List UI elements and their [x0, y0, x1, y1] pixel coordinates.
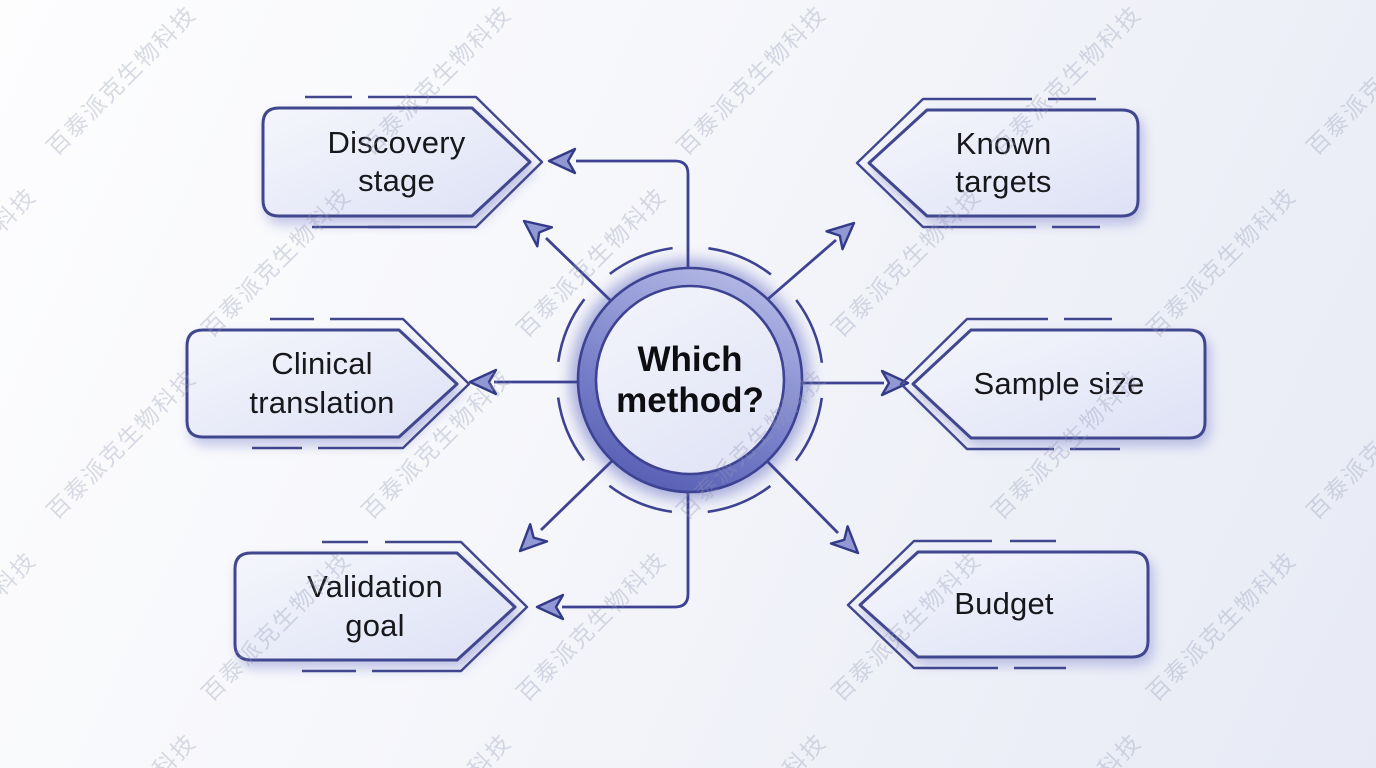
- elbow-to-validation: [562, 492, 690, 609]
- arrowhead-up-left-icon: [522, 219, 554, 248]
- connector-lines: [494, 159, 884, 609]
- arrowhead-right-icon: [880, 369, 910, 397]
- ring-band: [578, 268, 802, 492]
- line-to-validation-diagonal: [540, 459, 613, 532]
- arrowheads: [468, 147, 910, 621]
- arrowhead-elbow-top-icon: [547, 147, 577, 175]
- ring-outer-edge: [576, 266, 804, 494]
- elbow-to-discovery: [576, 159, 690, 268]
- node-known-targets: [855, 97, 1140, 229]
- node-sample-size: [899, 317, 1207, 451]
- arrowhead-left-icon: [468, 368, 498, 396]
- line-to-budget: [766, 460, 839, 534]
- line-to-discovery-diagonal: [545, 236, 611, 302]
- arrowhead-down-right-icon: [829, 525, 860, 555]
- center-circle: [555, 245, 825, 515]
- node-budget: [846, 539, 1150, 670]
- node-discovery-stage: [261, 95, 544, 229]
- arrowhead-up-right-icon: [825, 221, 856, 251]
- node-clinical-translation: [185, 317, 471, 450]
- line-to-known-targets: [767, 238, 837, 301]
- arrowhead-elbow-bottom-icon: [535, 593, 565, 621]
- node-validation-goal: [233, 540, 529, 673]
- ring-inner-disc: [594, 284, 786, 476]
- arrowhead-down-left-icon: [518, 523, 549, 553]
